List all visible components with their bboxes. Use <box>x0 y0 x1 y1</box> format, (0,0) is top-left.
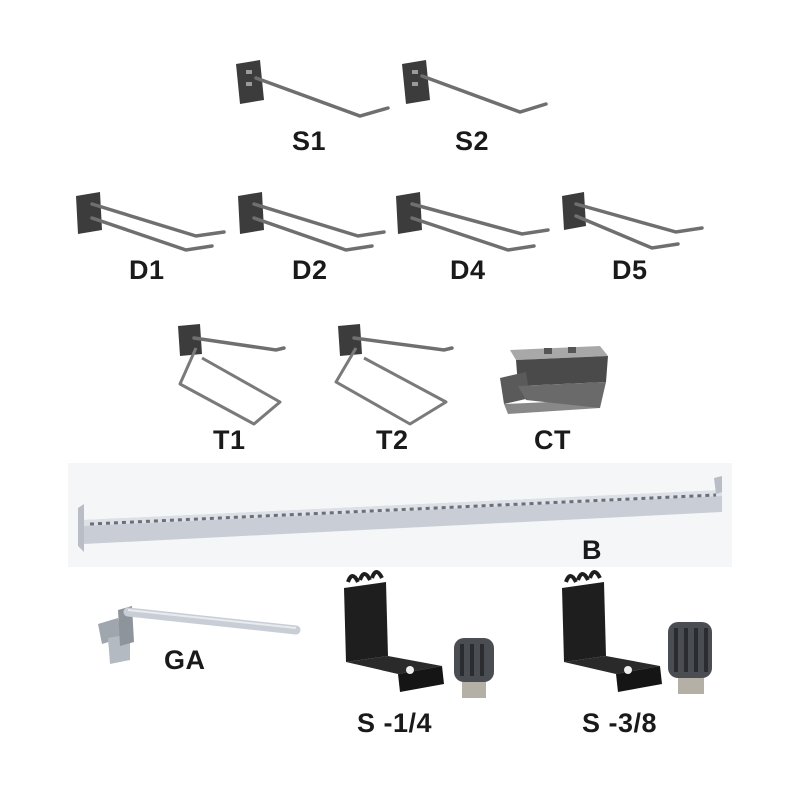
rod-ga-icon <box>98 606 301 664</box>
hook-d5 <box>558 188 718 258</box>
label-t1: T1 <box>213 425 246 455</box>
label-s1: S1 <box>292 126 327 156</box>
hook-t1-icon <box>178 324 286 426</box>
hook-s1 <box>230 58 400 128</box>
hook-d1-icon <box>76 192 226 252</box>
hook-s2 <box>396 58 566 128</box>
hook-d2 <box>234 188 394 258</box>
hook-t2-icon <box>334 324 454 426</box>
slotted-bar-icon <box>78 476 722 552</box>
label-d4: D4 <box>450 255 486 285</box>
socket-holder-s38-icon <box>562 570 712 694</box>
hook-d4 <box>392 188 557 258</box>
hook-d2-icon <box>238 192 386 252</box>
label-d1: D1 <box>129 255 165 285</box>
socket-holder-s14-icon <box>344 570 494 698</box>
label-t2: T2 <box>376 425 409 455</box>
hook-t1 <box>172 320 292 430</box>
label-s38: S -3/8 <box>582 708 658 738</box>
hook-s2-icon <box>402 60 548 114</box>
label-d2: D2 <box>292 255 328 285</box>
bracket-ct <box>496 342 616 422</box>
hook-d5-icon <box>562 192 704 250</box>
bar-b <box>76 474 726 556</box>
rod-ga <box>88 598 308 668</box>
label-ct: CT <box>534 425 571 455</box>
hook-t2 <box>332 320 462 430</box>
label-d5: D5 <box>612 255 648 285</box>
hook-d4-icon <box>396 192 550 252</box>
socket-holder-s38 <box>552 566 732 706</box>
label-s14: S -1/4 <box>357 708 433 738</box>
bracket-ct-icon <box>500 346 608 414</box>
socket-holder-s14 <box>334 566 514 706</box>
hook-s1-icon <box>236 60 390 118</box>
label-b: B <box>582 535 602 565</box>
hook-d1 <box>72 188 232 258</box>
label-ga: GA <box>164 645 206 675</box>
label-s2: S2 <box>455 126 490 156</box>
